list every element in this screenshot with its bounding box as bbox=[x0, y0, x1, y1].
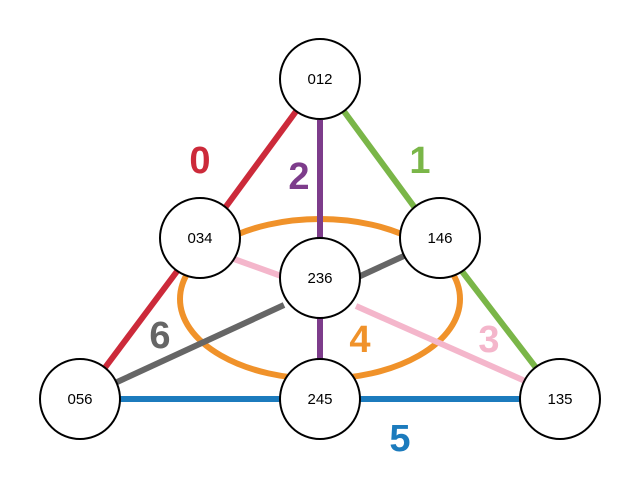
node-146: 146 bbox=[399, 197, 481, 279]
line-3-segment-right bbox=[354, 303, 527, 384]
line-0-segment-lower bbox=[101, 268, 181, 371]
node-146-label: 146 bbox=[427, 230, 452, 247]
node-135-label: 135 bbox=[547, 391, 572, 408]
line-6-segment-left bbox=[113, 302, 286, 386]
line-1-segment-lower bbox=[458, 268, 540, 371]
node-056: 056 bbox=[39, 358, 121, 440]
node-012-label: 012 bbox=[307, 71, 332, 88]
node-034-label: 034 bbox=[187, 230, 212, 247]
line-6-label: 6 bbox=[149, 315, 170, 357]
node-236-label: 236 bbox=[307, 270, 332, 287]
line-3-label: 3 bbox=[478, 319, 499, 361]
node-245-label: 245 bbox=[307, 391, 332, 408]
node-135: 135 bbox=[519, 358, 601, 440]
line-0-label: 0 bbox=[189, 140, 210, 182]
line-1-label: 1 bbox=[409, 140, 430, 182]
line-1-segment-upper bbox=[340, 108, 421, 214]
line-2-label: 2 bbox=[288, 156, 309, 198]
node-056-label: 056 bbox=[67, 391, 92, 408]
node-034: 034 bbox=[159, 197, 241, 279]
line-4-label: 4 bbox=[349, 319, 370, 361]
node-245: 245 bbox=[279, 358, 361, 440]
node-236: 236 bbox=[279, 237, 361, 319]
line-6-segment-right bbox=[354, 252, 408, 281]
line-3-segment-left bbox=[232, 256, 286, 280]
line-5-label: 5 bbox=[389, 418, 410, 460]
node-012: 012 bbox=[279, 38, 361, 120]
line-0-segment-upper bbox=[219, 108, 300, 214]
